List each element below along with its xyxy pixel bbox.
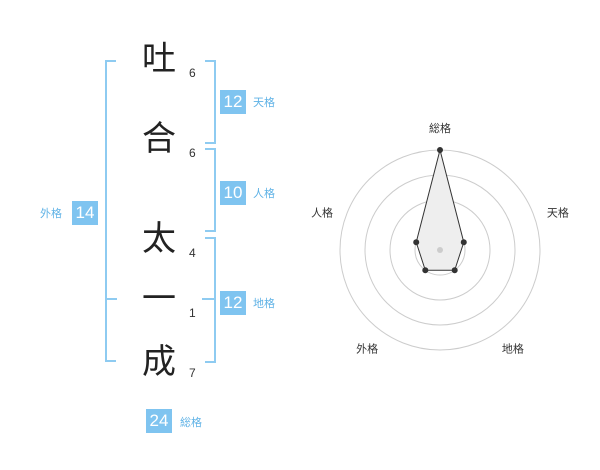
- chikaku-value: 12: [220, 291, 246, 315]
- stroke-count-4: 1: [189, 306, 196, 320]
- radar-point-1: [437, 147, 443, 153]
- name-char-1: 吐: [142, 39, 176, 79]
- jinkaku-label: 人格: [253, 187, 275, 200]
- radar-point-2: [460, 239, 467, 246]
- radar-axis-label-2: 天格: [547, 205, 569, 219]
- jinkaku-value: 10: [220, 181, 246, 205]
- stroke-count-5: 7: [189, 366, 196, 380]
- jinkaku-bracket: [205, 148, 216, 232]
- name-char-2: 合: [142, 119, 176, 159]
- radar-axis-label-5: 人格: [311, 205, 333, 219]
- name-char-4: 一: [142, 279, 176, 319]
- radar-center-dot: [437, 247, 443, 253]
- chikaku-mid-tick: [202, 298, 214, 300]
- name-char-3: 太: [142, 219, 176, 259]
- radar-value-polygon: [415, 149, 465, 271]
- gaikaku-bracket: [105, 60, 116, 362]
- radar-axis-label-3: 地格: [502, 342, 524, 356]
- name-char-5: 成: [142, 342, 176, 382]
- stroke-count-2: 6: [189, 146, 196, 160]
- soukaku-label: 総格: [180, 416, 202, 429]
- gaikaku-label: 外格: [40, 207, 62, 220]
- soukaku-value: 24: [146, 409, 172, 433]
- radar-axis-label-4: 外格: [356, 342, 378, 356]
- tenkaku-bracket: [205, 60, 216, 144]
- gaikaku-value: 14: [72, 201, 98, 225]
- radar-point-4: [422, 267, 429, 274]
- radar-point-3: [451, 267, 458, 274]
- gaikaku-mid-tick: [105, 298, 117, 300]
- stroke-count-1: 6: [189, 66, 196, 80]
- chikaku-bracket: [205, 237, 216, 363]
- radar-axis-label-1: 総格: [429, 121, 451, 135]
- radar-point-5: [413, 239, 420, 246]
- chikaku-label: 地格: [253, 297, 275, 310]
- tenkaku-label: 天格: [253, 96, 275, 109]
- stroke-count-3: 4: [189, 246, 196, 260]
- tenkaku-value: 12: [220, 90, 246, 114]
